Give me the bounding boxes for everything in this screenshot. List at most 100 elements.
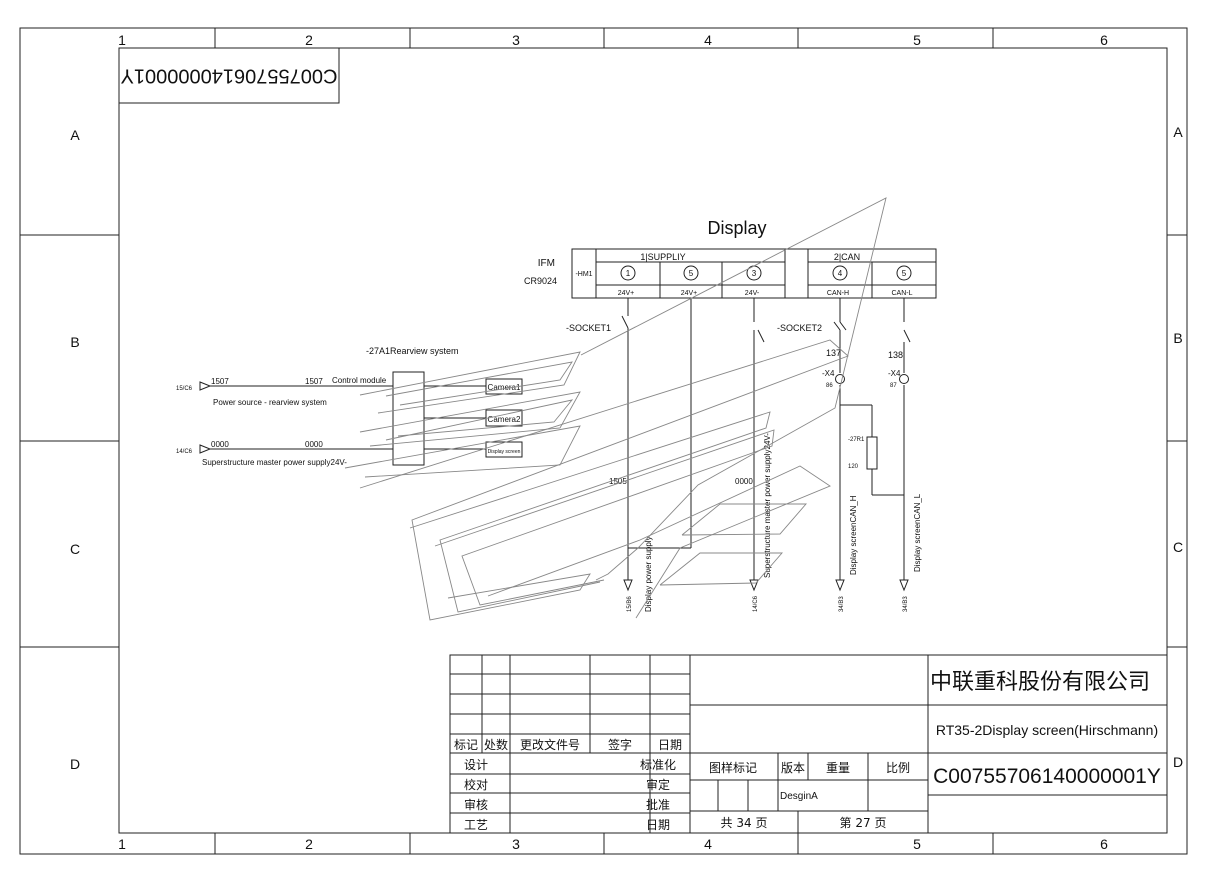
wire-1507-right: 1507	[305, 377, 323, 386]
row-label-right-b: B	[1173, 330, 1182, 346]
wire-1505-label: 1505	[609, 477, 627, 486]
wire-0000-mid: 0000	[305, 440, 323, 449]
supply-group-label: 1|SUPPLIY	[640, 252, 685, 262]
power-source-label: Power source - rearview system	[213, 398, 327, 407]
row-label-right-d: D	[1173, 754, 1183, 770]
row-label-left-c: C	[70, 541, 80, 557]
row-label-left-a: A	[70, 127, 80, 143]
resistor-tag: -27R1	[848, 437, 865, 443]
design-value: DesginA	[780, 791, 818, 802]
ghost-artifact-lines	[344, 197, 887, 621]
wire-1507-left: 1507	[211, 377, 229, 386]
camera2-box	[485, 409, 523, 427]
superstructure-supply-label: Superstructure master power supply24V-	[202, 458, 347, 467]
wire-137-label: 137	[826, 348, 841, 358]
ref-15-label: 15/C6	[176, 386, 193, 392]
socket2-label: -SOCKET2	[777, 323, 822, 333]
x4-pin-86: 86	[826, 383, 833, 389]
pin-num-5a: 5	[689, 269, 694, 278]
ref-14-arrow	[199, 444, 212, 454]
col-label-bottom-4: 4	[704, 836, 712, 852]
x4-pin-87: 87	[890, 383, 897, 389]
title-block-grid	[449, 654, 1168, 834]
ifm-label: IFM	[538, 258, 555, 269]
col-label-top-3: 3	[512, 32, 520, 48]
pin-circle-5a	[683, 265, 699, 281]
drawing-number: C00755706140000001Y	[933, 765, 1161, 788]
attr-version: 版本	[781, 761, 805, 775]
camera1-label: Camera1	[488, 383, 521, 392]
pin-signal-5b: CAN-L	[891, 290, 912, 297]
display-connector-block	[571, 248, 937, 299]
drawing-title: RT35-2Display screen(Hirschmann)	[936, 722, 1158, 738]
rearview-wiring	[210, 385, 486, 450]
bottom-ref-2: 14/C6	[753, 595, 759, 612]
rev-header-mark: 标记	[454, 738, 478, 752]
col-label-top-1: 1	[118, 32, 126, 48]
vlabel-super-power: Superstructure master power supply24V-	[763, 433, 772, 578]
bottom-ref-3: 34/B3	[839, 596, 845, 612]
pin-circle-4	[832, 265, 848, 281]
pin-num-5b: 5	[902, 269, 907, 278]
camera2-label: Camera2	[488, 415, 521, 424]
rev-header-doc: 更改文件号	[520, 737, 580, 752]
can-group-label: 2|CAN	[834, 252, 860, 262]
col-label-top-5: 5	[913, 32, 921, 48]
ref-14-label: 14/C6	[176, 449, 193, 455]
ifm-model: CR9024	[524, 276, 557, 286]
rev-header-count: 处数	[484, 737, 508, 752]
bottom-arrows	[623, 579, 909, 592]
row-label-right-a: A	[1173, 124, 1183, 140]
control-module-label: Control module	[332, 376, 387, 385]
col-label-top-2: 2	[305, 32, 313, 48]
col-label-top-4: 4	[704, 32, 712, 48]
role-approve-review: 审定	[646, 777, 670, 792]
row-label-right-c: C	[1173, 539, 1183, 555]
col-label-top-6: 6	[1100, 32, 1108, 48]
attr-scale: 比例	[886, 761, 910, 775]
role-process: 工艺	[464, 818, 488, 832]
display-screen-label: Display screen	[488, 449, 521, 455]
role-check: 校对	[464, 777, 488, 792]
pin-circle-5b	[896, 265, 912, 281]
pin-signal-3: 24V-	[745, 290, 760, 297]
vlabel-can-l: Display screenCAN_L	[913, 493, 922, 572]
x4-terminal-87	[899, 374, 909, 384]
pin-num-3: 3	[752, 269, 757, 278]
wire-0000-left: 0000	[211, 440, 229, 449]
wire-138-label: 138	[888, 350, 903, 360]
hm1-tag: -HM1	[575, 271, 592, 278]
role-date: 日期	[646, 818, 670, 832]
attr-drawing-mark: 图样标记	[709, 760, 757, 775]
pin-num-4: 4	[838, 269, 843, 278]
row-label-left-d: D	[70, 756, 80, 772]
rotated-drawing-number: C00755706140000001Y	[118, 47, 340, 104]
resistor-value: 120	[848, 464, 859, 470]
socket1-label: -SOCKET1	[566, 323, 611, 333]
row-label-left-b: B	[70, 334, 79, 350]
attr-weight: 重量	[826, 761, 850, 775]
display-title: Display	[707, 218, 766, 238]
col-label-bottom-1: 1	[118, 836, 126, 852]
col-label-bottom-5: 5	[913, 836, 921, 852]
page-number: 第 27 页	[840, 816, 887, 830]
resistor-27r1	[866, 436, 878, 470]
pin-circle-1	[620, 265, 636, 281]
pin-signal-1: 24V+	[618, 290, 635, 297]
role-design: 设计	[464, 758, 488, 772]
x4-tag-right: -X4	[888, 369, 901, 378]
vlabel-can-h: Display screenCAN_H	[849, 495, 858, 575]
vlabel-display-power: Display power supply	[644, 536, 653, 612]
wire-0000-right-label: 0000	[735, 477, 753, 486]
ref-15-arrow	[199, 381, 212, 391]
bottom-ref-4: 34/B3	[903, 596, 909, 612]
rotated-drawing-number-text: C00755706140000001Y	[121, 65, 338, 87]
rearview-system-label: -27A1Rearview system	[366, 346, 459, 356]
col-label-bottom-6: 6	[1100, 836, 1108, 852]
col-label-bottom-3: 3	[512, 836, 520, 852]
col-label-bottom-2: 2	[305, 836, 313, 852]
vertical-wires	[627, 322, 905, 580]
pin-signal-5a: 24V+	[681, 290, 698, 297]
